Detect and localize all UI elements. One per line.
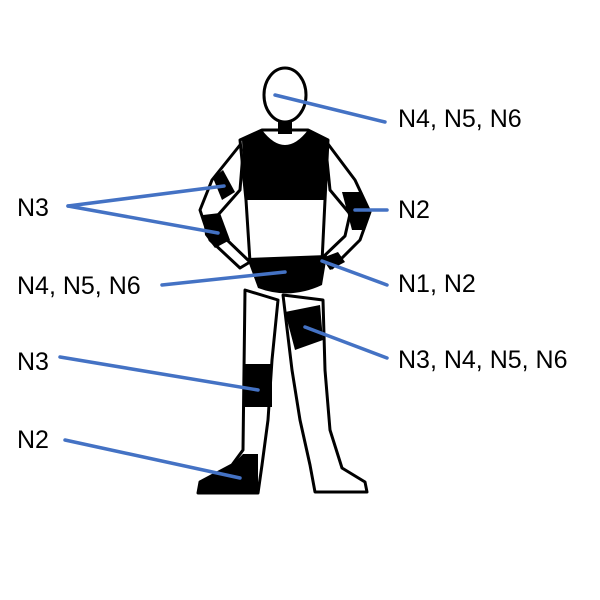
chest-band <box>242 130 328 200</box>
label-head: N4, N5, N6 <box>398 105 522 133</box>
label-knee-left: N3 <box>17 348 49 376</box>
left-knee-band <box>244 364 272 407</box>
pointer-knee-left <box>58 355 260 392</box>
briefs-band <box>247 255 327 294</box>
pointer-thigh-right <box>303 325 389 360</box>
pointer-upper-arm-1 <box>66 184 226 208</box>
label-waist-right: N1, N2 <box>398 270 476 298</box>
left-forearm-band <box>203 213 230 248</box>
label-thigh-right: N3, N4, N5, N6 <box>398 346 568 374</box>
right-wrist-band <box>322 252 345 270</box>
pointer-waist-right <box>320 259 389 287</box>
pointer-head <box>273 93 387 124</box>
pointer-foot-left <box>63 438 242 480</box>
label-elbow-right: N2 <box>398 196 430 224</box>
label-briefs: N4, N5, N6 <box>17 272 141 300</box>
pointer-briefs <box>160 270 287 287</box>
left-foot-band <box>198 454 258 493</box>
head <box>262 66 308 124</box>
label-foot-left: N2 <box>17 426 49 454</box>
label-upper-arm: N3 <box>17 194 49 222</box>
pointer-upper-arm-2 <box>66 204 220 235</box>
